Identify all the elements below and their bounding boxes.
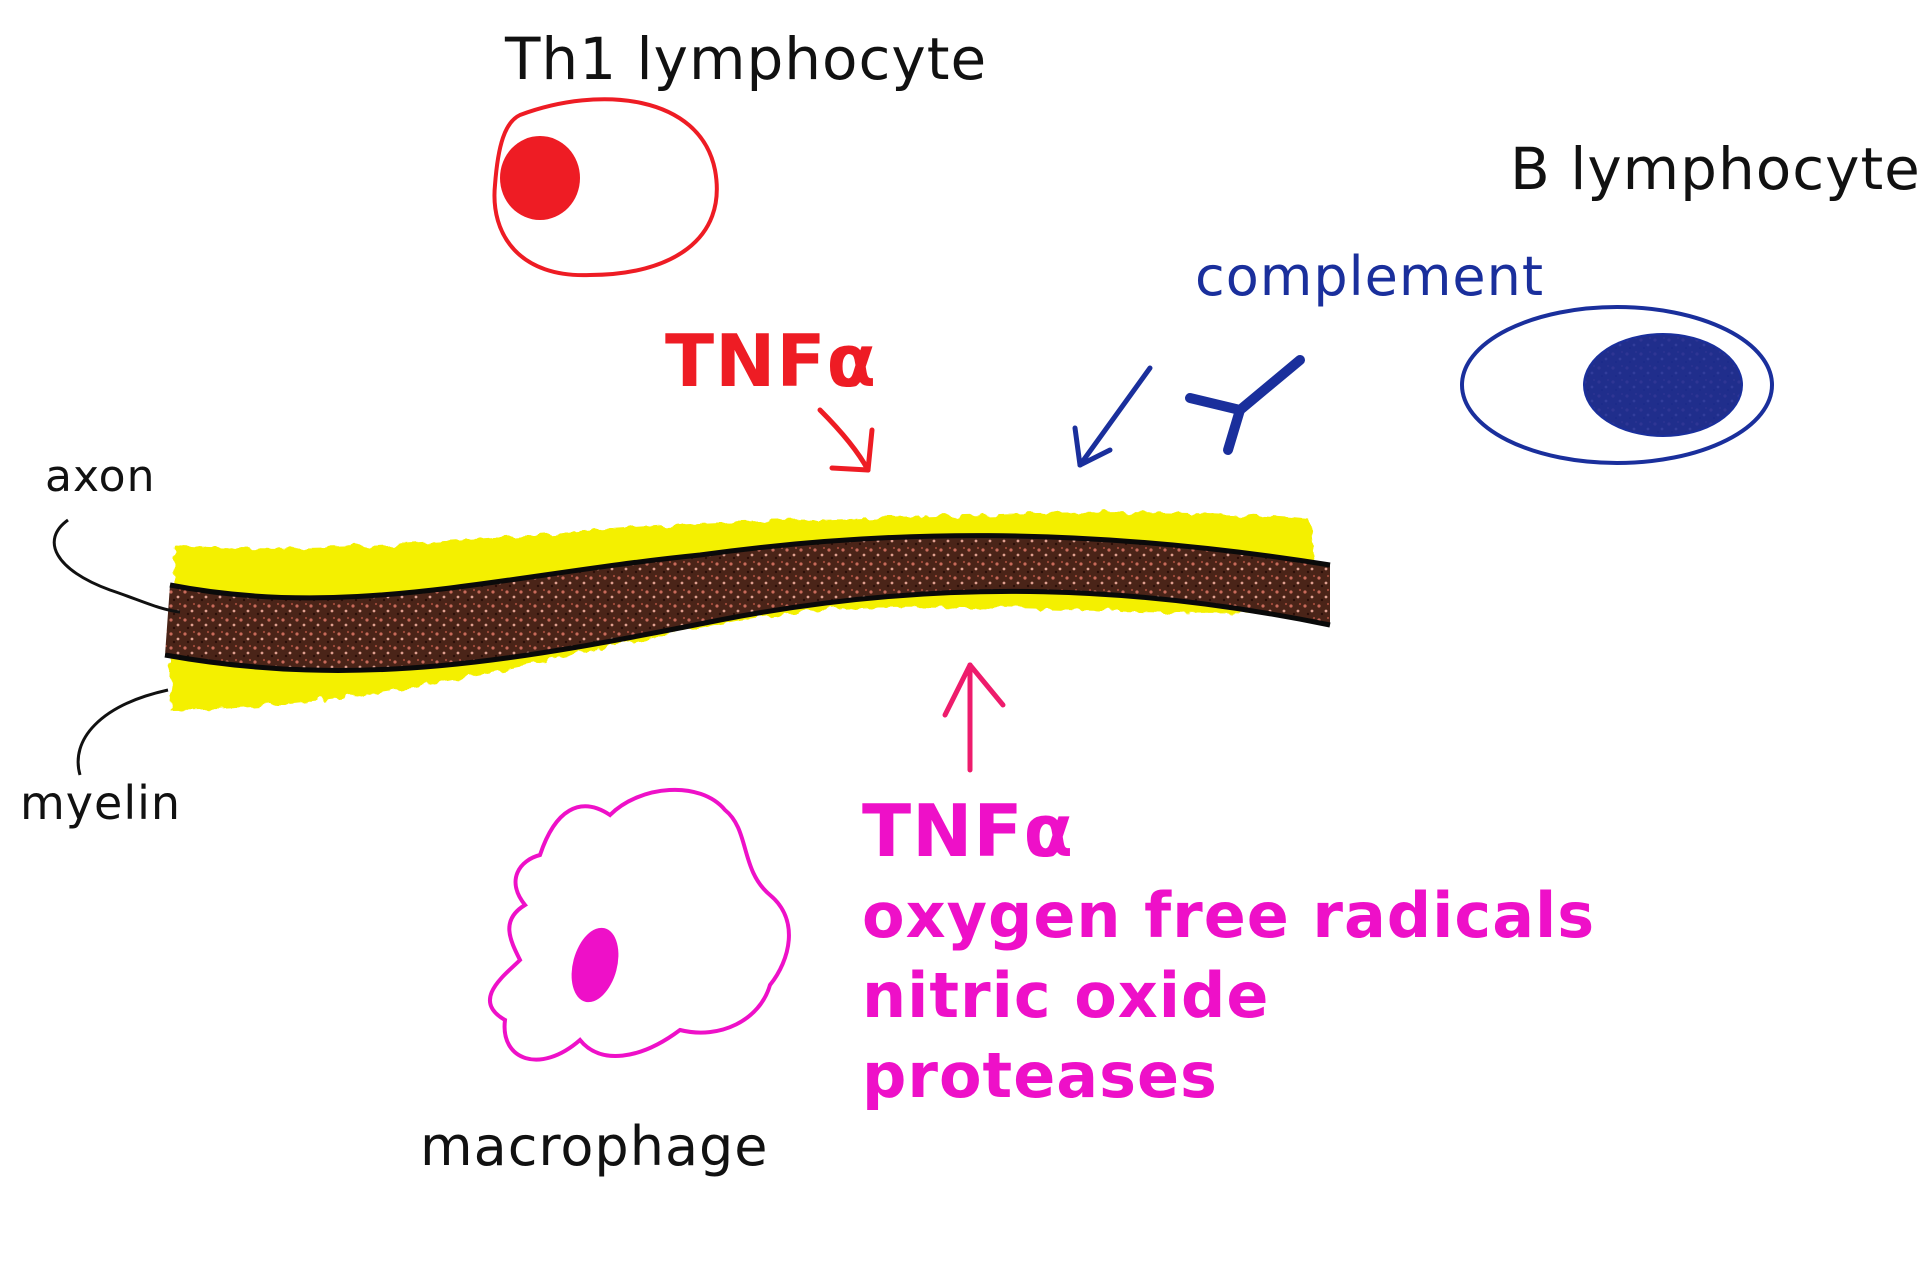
th1-lymphocyte-cell	[492, 97, 719, 278]
axon-fiber	[164, 533, 1331, 673]
th1-cell-membrane	[492, 97, 719, 278]
tnf-top-arrow-icon	[817, 407, 875, 473]
complement-arrow-icon	[1072, 365, 1153, 468]
axon-pointer-line	[52, 518, 181, 614]
b-lymphocyte-label: B lymphocyte	[1510, 135, 1920, 203]
b-lymphocyte-cell	[1460, 305, 1774, 465]
macrophage-label: macrophage	[420, 1115, 769, 1178]
macrophage-arrow-icon	[942, 662, 1006, 773]
axon-label: axon	[45, 451, 156, 502]
tnf-top-label: TNFα	[665, 319, 878, 403]
myelin-label: myelin	[20, 776, 182, 830]
macrophage-mediators-list: TNFα oxygen free radicals nitric oxide p…	[862, 795, 1595, 1125]
mediator-nitric-oxide: nitric oxide	[862, 959, 1270, 1032]
th1-lymphocyte-label: Th1 lymphocyte	[505, 25, 988, 93]
myelin-pointer-line	[76, 688, 169, 776]
macrophage-membrane	[488, 788, 791, 1062]
macrophage-nucleus	[571, 927, 619, 1003]
mediator-proteases: proteases	[862, 1039, 1218, 1112]
mediator-oxygen-free-radicals: oxygen free radicals	[862, 879, 1596, 952]
complement-label: complement	[1195, 245, 1545, 308]
th1-cell-nucleus	[500, 136, 580, 220]
antibody-icon	[1185, 355, 1305, 455]
b-cell-membrane	[1460, 305, 1774, 465]
mediator-tnf: TNFα	[862, 789, 1075, 873]
macrophage-cell	[488, 788, 791, 1062]
